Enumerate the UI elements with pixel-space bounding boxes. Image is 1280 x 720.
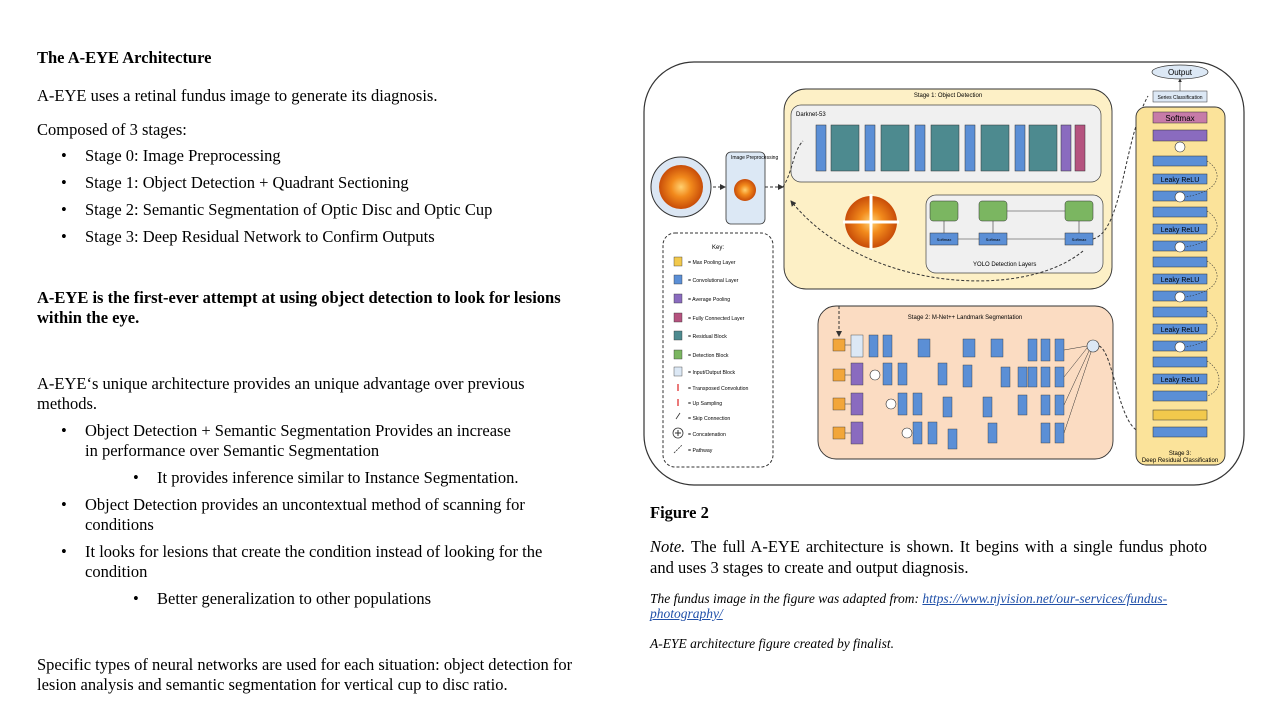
stage1-label: Stage 1: Object Detection bbox=[914, 93, 982, 99]
svg-text:= Convolutional Layer: = Convolutional Layer bbox=[688, 278, 739, 284]
svg-text:= Input/Output Block: = Input/Output Block bbox=[688, 370, 736, 376]
softmax-block bbox=[1152, 111, 1208, 124]
softmax-small-label: Softmax bbox=[1072, 237, 1087, 242]
credit-prefix: The fundus image in the figure was adapt… bbox=[650, 591, 923, 606]
detection-block bbox=[1064, 200, 1094, 222]
key-swatches bbox=[672, 256, 684, 454]
svg-text:Leaky ReLU: Leaky ReLU bbox=[1161, 277, 1200, 284]
intro-text: A-EYE uses a retinal fundus image to gen… bbox=[37, 86, 438, 105]
stage2-network bbox=[832, 334, 1100, 450]
stage-item: Stage 2: Semantic Segmentation of Optic … bbox=[61, 200, 575, 220]
svg-text:Leaky ReLU: Leaky ReLU bbox=[1161, 227, 1200, 234]
unique-architecture-text: A-EYE‘s unique architecture provides an … bbox=[37, 374, 525, 413]
image-credit: The fundus image in the figure was adapt… bbox=[650, 591, 1230, 621]
svg-text:= Up Sampling: = Up Sampling bbox=[688, 401, 722, 407]
softmax-label: Softmax bbox=[1165, 114, 1194, 123]
avgpool-block bbox=[1152, 129, 1208, 142]
softmax-small-label: Softmax bbox=[986, 237, 1001, 242]
advantage-subitem: It provides inference similar to Instanc… bbox=[133, 468, 597, 488]
stage2-label: Stage 2: M-Net++ Landmark Segmentation bbox=[908, 315, 1022, 321]
yolo-label: YOLO Detection Layers bbox=[973, 262, 1036, 268]
figure-note: Note. The full A-EYE architecture is sho… bbox=[650, 536, 1207, 578]
svg-text:= Concatenation: = Concatenation bbox=[688, 432, 726, 438]
svg-text:= Average Pooling: = Average Pooling bbox=[688, 297, 730, 303]
svg-text:= Pathway: = Pathway bbox=[688, 448, 713, 454]
svg-text:= Max Pooling Layer: = Max Pooling Layer bbox=[688, 260, 736, 266]
preprocessing-label: Image Preprocessing bbox=[731, 155, 778, 161]
architecture-figure: Image Preprocessing Stage 1: Object Dete… bbox=[643, 61, 1246, 486]
input-fundus-image bbox=[659, 165, 703, 209]
specific-networks-text: Specific types of neural networks are us… bbox=[37, 655, 573, 694]
stage3-residual-stack: Leaky ReLU Leaky ReLU Leaky ReLU Leaky R… bbox=[1152, 141, 1208, 438]
advantage-item: It looks for lesions that create the con… bbox=[61, 542, 565, 582]
darknet-layers bbox=[815, 124, 1086, 172]
svg-text:Leaky ReLU: Leaky ReLU bbox=[1161, 377, 1200, 384]
first-ever-statement: A-EYE is the first-ever attempt at using… bbox=[37, 288, 561, 327]
stage-item: Stage 0: Image Preprocessing bbox=[61, 146, 575, 166]
fundus-source-link[interactable]: https://www.njvision.net/our-services/fu… bbox=[650, 591, 1168, 621]
quadrant-fundus bbox=[843, 194, 899, 250]
key-panel bbox=[662, 232, 774, 468]
svg-text:= Fully Connected Layer: = Fully Connected Layer bbox=[688, 316, 745, 322]
section-heading: The A-EYE Architecture bbox=[37, 48, 212, 67]
detection-block bbox=[978, 200, 1008, 222]
svg-text:Leaky ReLU: Leaky ReLU bbox=[1161, 177, 1200, 184]
stage3-label-2: Deep Residual Classification bbox=[1142, 458, 1218, 464]
svg-text:Leaky ReLU: Leaky ReLU bbox=[1161, 327, 1200, 334]
detection-block bbox=[929, 200, 959, 222]
series-classification-label: Series Classification bbox=[1157, 95, 1202, 101]
key-labels: = Max Pooling Layer = Convolutional Laye… bbox=[688, 260, 749, 454]
advantage-subitem: Better generalization to other populatio… bbox=[133, 589, 597, 609]
note-label: Note. bbox=[650, 537, 686, 556]
softmax-small-label: Softmax bbox=[937, 237, 952, 242]
preprocessed-fundus bbox=[734, 179, 756, 201]
stage3-label-1: Stage 3: bbox=[1169, 451, 1192, 457]
advantage-item: Object Detection provides an uncontextua… bbox=[61, 495, 565, 535]
svg-text:= Skip Connection: = Skip Connection bbox=[688, 416, 730, 422]
svg-text:= Detection Block: = Detection Block bbox=[688, 353, 729, 359]
svg-text:= Transposed Convolution: = Transposed Convolution bbox=[688, 386, 749, 392]
svg-text:= Residual Block: = Residual Block bbox=[688, 334, 727, 340]
architecture-diagram: Image Preprocessing Stage 1: Object Dete… bbox=[643, 61, 1245, 486]
stage-item: Stage 1: Object Detection + Quadrant Sec… bbox=[61, 173, 575, 193]
yolo-panel bbox=[925, 194, 1104, 274]
advantage-item: Object Detection + Semantic Segmentation… bbox=[61, 421, 515, 461]
figure-credit: A-EYE architecture figure created by fin… bbox=[650, 636, 894, 651]
composed-text: Composed of 3 stages: bbox=[37, 120, 187, 139]
figure-caption-title: Figure 2 bbox=[650, 503, 709, 522]
key-title: Key: bbox=[712, 245, 724, 251]
note-text: The full A-EYE architecture is shown. It… bbox=[650, 537, 1207, 577]
stage-item: Stage 3: Deep Residual Network to Confir… bbox=[61, 227, 575, 247]
darknet-label: Darknet-53 bbox=[796, 112, 826, 118]
output-label: Output bbox=[1168, 68, 1193, 77]
